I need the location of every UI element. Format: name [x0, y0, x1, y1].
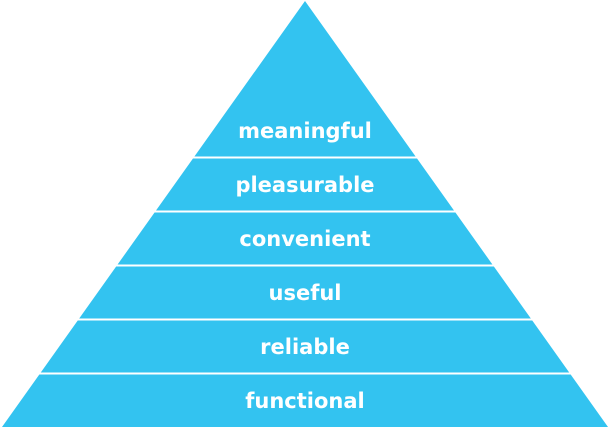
layer-label-convenient: convenient	[239, 227, 370, 251]
layer-label-meaningful: meaningful	[238, 119, 372, 143]
layer-label-reliable: reliable	[260, 335, 350, 359]
layer-label-useful: useful	[269, 281, 342, 305]
layer-label-pleasurable: pleasurable	[235, 173, 374, 197]
layer-label-functional: functional	[245, 389, 364, 413]
